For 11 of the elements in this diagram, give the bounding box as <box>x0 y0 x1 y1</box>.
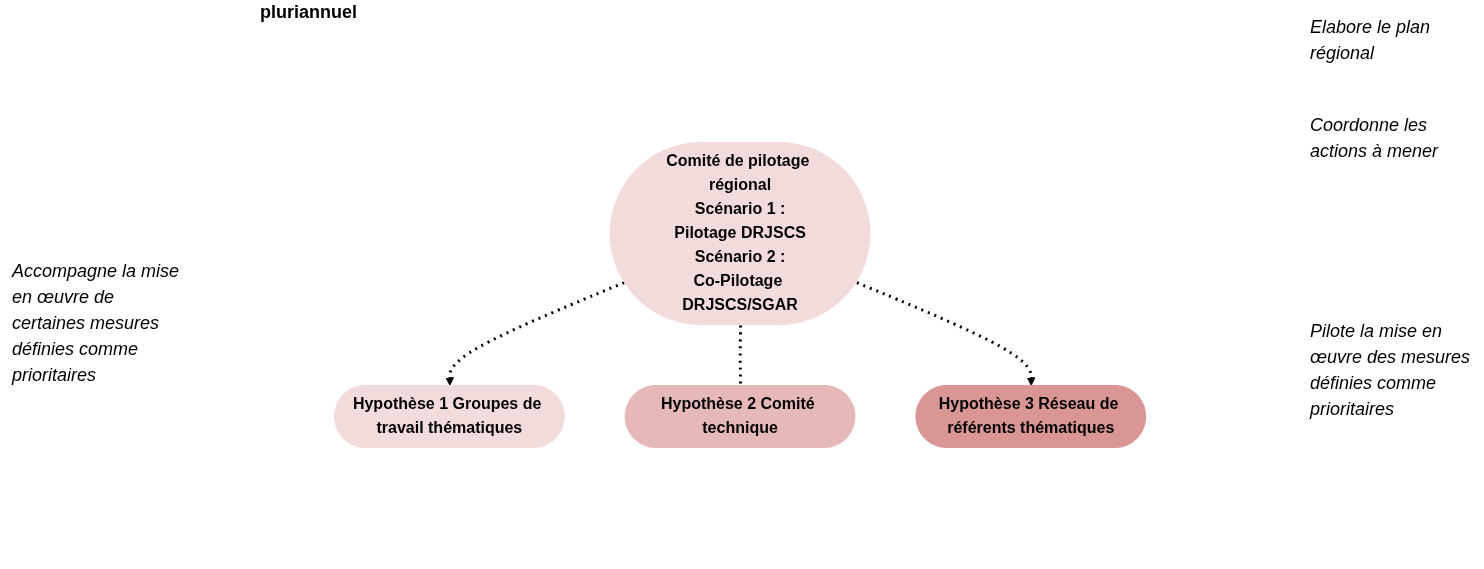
connector <box>738 325 742 386</box>
diagram-title: pluriannuel <box>260 2 357 23</box>
arrow <box>445 281 625 386</box>
node-box: Hypothèse 3 Réseau de référents thématiques <box>915 385 1147 448</box>
annotation-note: Accompagne la mise en œuvre de certaines mesures définies comme prioritaires <box>12 260 181 388</box>
annotation-note: Pilote la mise en œuvre des mesures définies comme prioritaires <box>1310 320 1472 422</box>
arrow <box>856 281 1036 386</box>
node-box: Hypothèse 1 Groupes de travail thématiques <box>333 385 565 448</box>
annotation-note: Elabore le plan régional <box>1310 16 1432 66</box>
annotation-note: Coordonne les actions à mener <box>1310 114 1440 164</box>
node-box: Hypothèse 2 Comité technique <box>624 385 856 448</box>
